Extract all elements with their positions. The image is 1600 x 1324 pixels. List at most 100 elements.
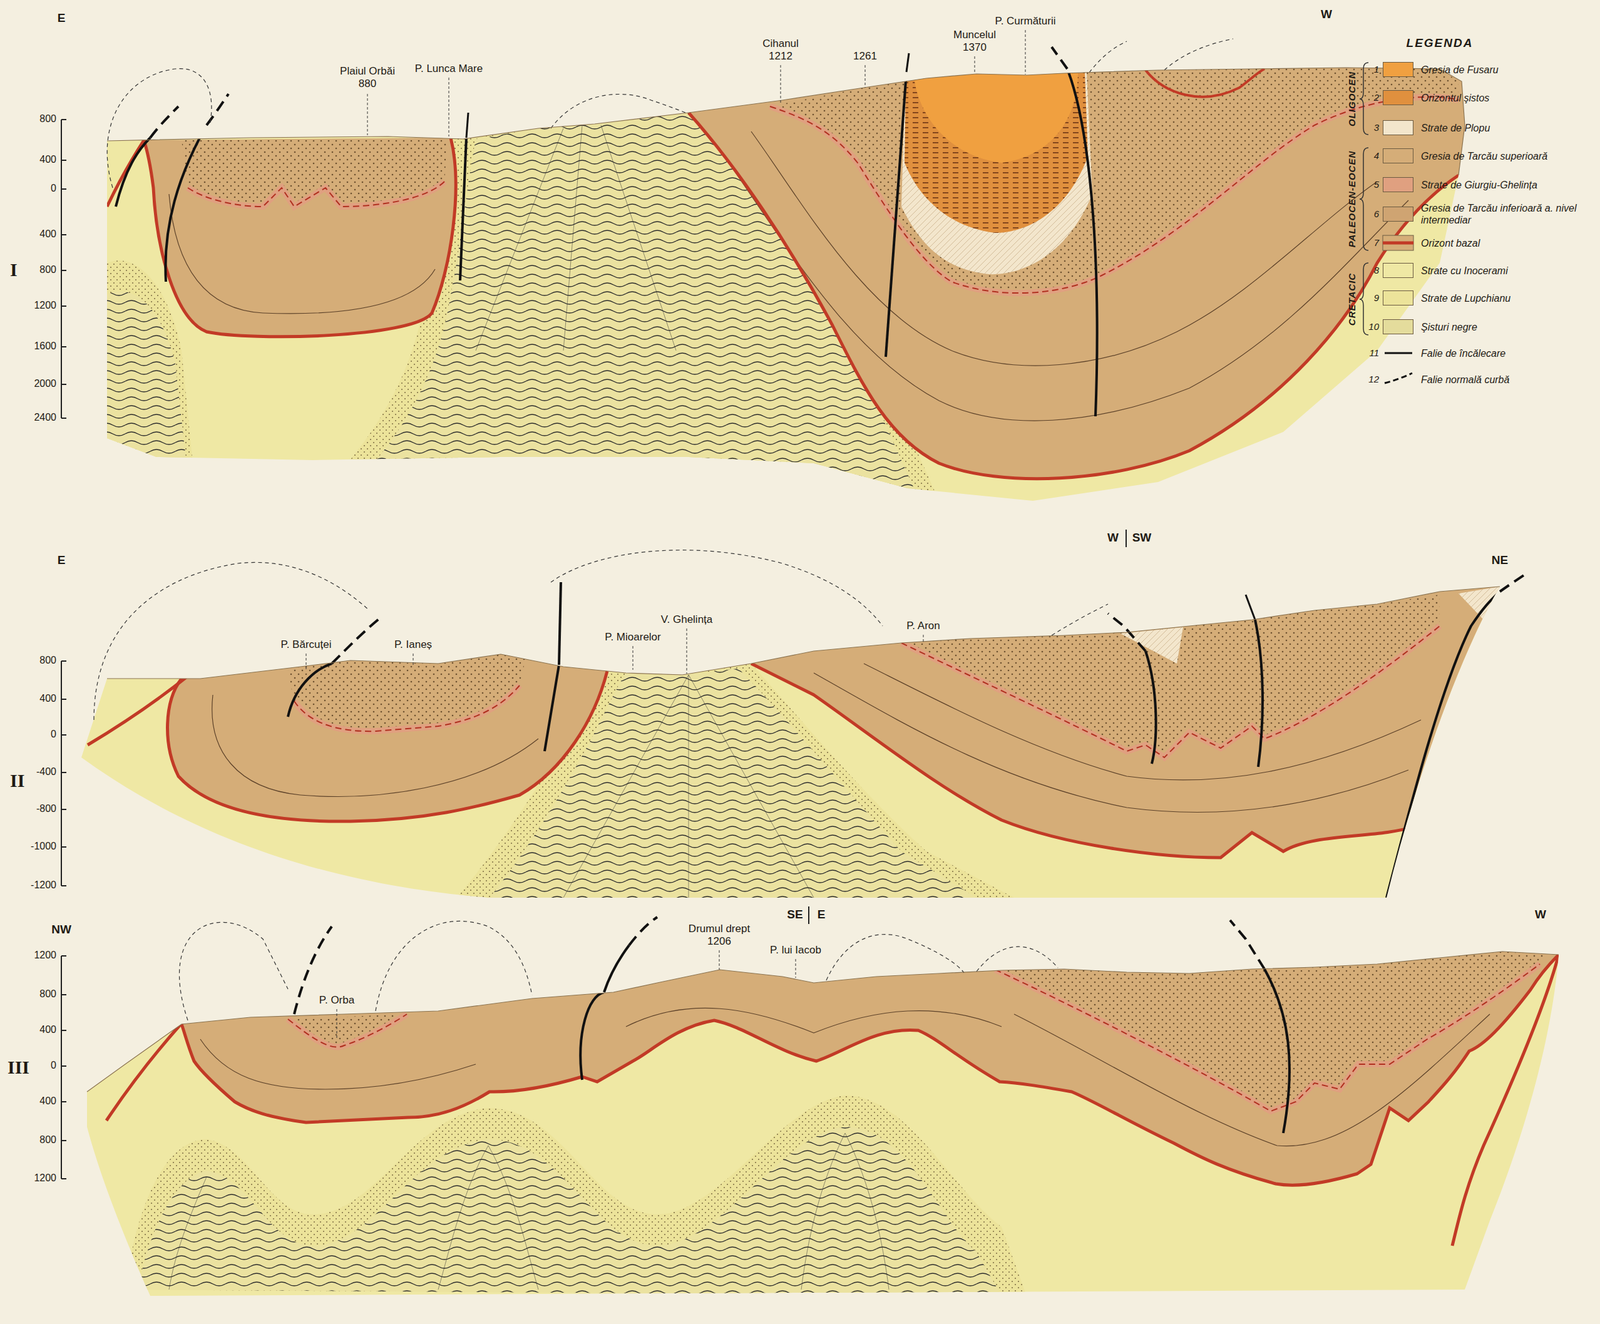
direction-label: SE — [786, 907, 803, 921]
axis-number-slot: 800 — [39, 988, 57, 1000]
geology-path — [629, 917, 658, 946]
geology-path — [475, 125, 677, 351]
axis-number-slot: 400 — [39, 1024, 57, 1036]
legend-number-slot: 8 — [1374, 264, 1380, 277]
geology-path — [143, 137, 456, 337]
legend-swatch — [1382, 319, 1414, 335]
geology-path — [169, 194, 436, 314]
place-label: Cihanul — [762, 37, 799, 50]
section-one — [62, 50, 1503, 526]
geology-path — [125, 1095, 1027, 1296]
axis-number-slot: 400 — [39, 1095, 57, 1107]
geology-path — [61, 119, 67, 419]
legend-number-slot: 1 — [1374, 63, 1380, 76]
legend-entry-slot: Gresia de Tarcău inferioară a. nivel int… — [1420, 202, 1590, 226]
geology-rect — [1382, 235, 1414, 251]
axis-number: 400 — [39, 692, 57, 704]
geology-path — [306, 628, 924, 674]
geology-path — [1382, 241, 1414, 245]
period-label-slot: OLIGOCEN — [1346, 71, 1358, 127]
axis-number: 2000 — [33, 378, 57, 389]
geology-path — [751, 586, 1500, 858]
axis-number: -400 — [36, 766, 57, 777]
legend-number: 11 — [1369, 347, 1380, 359]
elevation-label: 1370 — [962, 41, 987, 54]
legend-swatch — [1382, 148, 1414, 164]
axis-number-slot: 400 — [39, 153, 57, 166]
legend-swatch — [1382, 262, 1414, 278]
legend-number: 8 — [1374, 264, 1380, 276]
axis-number-slot: -1200 — [30, 879, 57, 891]
legend-number: 7 — [1374, 237, 1380, 248]
axis-number: 1200 — [33, 949, 57, 961]
geology-path — [1230, 920, 1265, 970]
geology-path — [107, 586, 1500, 679]
axis-number-slot: -800 — [36, 803, 57, 815]
direction-label-slot: W — [1107, 530, 1119, 545]
geology-path — [165, 125, 207, 282]
axis-number: 1200 — [33, 1172, 57, 1184]
legend-number-slot: 7 — [1374, 237, 1380, 249]
direction-label: W — [1320, 7, 1333, 21]
section-number: I — [10, 259, 18, 280]
axis-number: 400 — [39, 1095, 57, 1107]
place-label-slot: P. Orba — [319, 994, 355, 1007]
geology-path — [904, 72, 1088, 233]
axis-number-slot: 800 — [39, 264, 57, 276]
legend-entry-slot: Şisturi negre — [1420, 321, 1590, 334]
geology-path — [93, 562, 370, 720]
geology-path — [287, 1014, 407, 1048]
geology-path — [550, 550, 883, 626]
place-label-slot: Cihanul — [762, 37, 799, 51]
section-two — [62, 563, 1515, 914]
direction-label-slot: E — [817, 907, 826, 922]
period-label-slot: PALEOCEN-EOCEN — [1346, 150, 1358, 248]
legend-number: 10 — [1368, 321, 1380, 332]
geology-path — [181, 954, 1559, 1185]
legend-entry-slot: Gresia de Tarcău superioară — [1420, 150, 1590, 163]
legend-samples — [1359, 62, 1414, 384]
legend-swatch — [1382, 290, 1414, 306]
legend-swatch — [1382, 206, 1414, 222]
axis-number-slot: 2400 — [33, 411, 57, 424]
geology-path — [1384, 373, 1413, 384]
legend-number: 3 — [1374, 122, 1380, 133]
geology-path — [181, 137, 448, 207]
direction-label: NE — [1491, 553, 1508, 567]
geology-path — [906, 53, 909, 72]
legend-swatch — [1382, 120, 1414, 136]
geology-path — [901, 625, 1440, 758]
geology-path — [294, 685, 520, 732]
geology-path — [1145, 651, 1157, 764]
geology-path — [1359, 147, 1369, 251]
geology-path — [1051, 46, 1068, 69]
place-label-slot: P. Mioarelor — [604, 630, 661, 644]
place-label-slot: P. lui Iacob — [769, 943, 822, 957]
axis-number: 1200 — [33, 299, 57, 311]
geology-path — [367, 30, 1026, 137]
legend-entry-slot: Strate cu Inocerami — [1420, 264, 1590, 277]
legend-text: Gresia de Fusaru — [1420, 63, 1590, 76]
axis-number-slot: 1600 — [33, 340, 57, 352]
legend-text: Gresia de Tarcău inferioară a. nivel int… — [1420, 202, 1590, 226]
geology-path — [558, 582, 561, 665]
legend-text: Strate cu Inocerami — [1420, 264, 1590, 277]
geology-path — [336, 950, 796, 1040]
axis-number-slot: -1000 — [30, 840, 57, 852]
geology-path — [187, 181, 445, 207]
geology-path — [808, 906, 810, 924]
direction-label: E — [817, 907, 826, 921]
geology-path — [294, 685, 520, 732]
legend-swatch — [1382, 90, 1414, 106]
geology-path — [1384, 352, 1413, 355]
axis-number: 400 — [39, 153, 57, 165]
legend-entry-slot: Orizontul şistos — [1420, 92, 1590, 104]
legend-text: Şisturi negre — [1420, 321, 1590, 334]
section-number-slot: III — [7, 1056, 30, 1078]
elevation-label: 880 — [358, 77, 377, 90]
section-number-slot: II — [10, 769, 25, 792]
geology-path — [375, 920, 533, 1011]
geology-path — [885, 71, 907, 357]
